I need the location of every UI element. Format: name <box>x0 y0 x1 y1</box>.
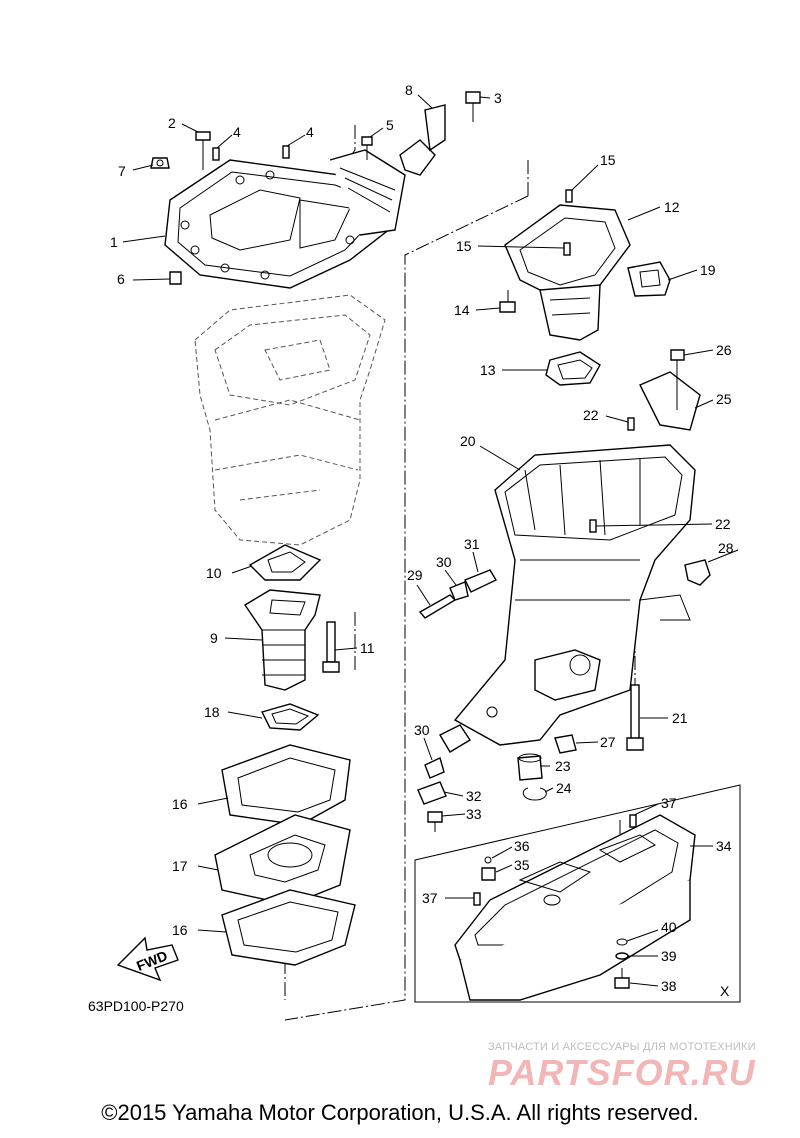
callout-21: 21 <box>672 710 688 726</box>
callout-33: 33 <box>466 806 482 822</box>
watermark-logo: PARTSFOR.RU <box>488 1052 756 1093</box>
callout-23: 23 <box>555 758 571 774</box>
callout-19: 19 <box>700 262 716 278</box>
callout-37: 37 <box>422 890 438 906</box>
callout-2: 2 <box>168 115 176 131</box>
callout-32: 32 <box>466 788 482 804</box>
callout-30: 30 <box>436 554 452 570</box>
section-box <box>414 784 741 1003</box>
callout-10: 10 <box>206 565 222 581</box>
callout-9: 9 <box>210 630 218 646</box>
top-hardware <box>150 91 481 285</box>
callout-15: 15 <box>456 238 472 254</box>
callout-36: 36 <box>514 838 530 854</box>
copyright-notice: ©2015 Yamaha Motor Corporation, U.S.A. A… <box>101 1100 699 1125</box>
callout-39: 39 <box>661 948 677 964</box>
callout-3: 3 <box>494 90 502 106</box>
section-x-label: X <box>720 983 730 999</box>
callout-4: 4 <box>233 124 241 140</box>
callout-27: 27 <box>600 734 616 750</box>
callout-labels: 1 2 3 4 4 5 6 7 8 9 10 11 12 13 14 15 15… <box>88 82 734 1014</box>
callout-34: 34 <box>716 838 732 854</box>
callout-1: 1 <box>110 234 118 250</box>
callout-37: 37 <box>661 795 677 811</box>
callout-5: 5 <box>386 117 394 133</box>
callout-7: 7 <box>118 163 126 179</box>
fwd-arrow: FWD <box>116 936 179 982</box>
callout-22: 22 <box>583 407 599 423</box>
callout-28: 28 <box>718 540 734 556</box>
callout-8: 8 <box>405 82 413 98</box>
fittings <box>417 569 497 832</box>
callout-14: 14 <box>454 302 470 318</box>
callout-31: 31 <box>464 536 480 552</box>
left-stack <box>214 544 356 966</box>
callout-16: 16 <box>172 796 188 812</box>
lower-casing <box>453 349 711 801</box>
callout-16: 16 <box>172 922 188 938</box>
callout-35: 35 <box>514 857 530 873</box>
watermark-caption: ЗАПЧАСТИ И АКСЕССУАРЫ ДЛЯ МОТОТЕХНИКИ <box>488 1041 756 1053</box>
callout-17: 17 <box>172 858 188 874</box>
leader-lines <box>122 94 739 987</box>
callout-6: 6 <box>117 271 125 287</box>
callout-12: 12 <box>664 199 680 215</box>
drawing-code: 63PD100-P270 <box>88 998 184 1014</box>
callout-38: 38 <box>661 978 677 994</box>
callout-15: 15 <box>600 152 616 168</box>
callout-11: 11 <box>360 640 375 656</box>
callout-4: 4 <box>306 124 314 140</box>
callout-20: 20 <box>460 433 476 449</box>
lower-pan <box>454 814 696 1001</box>
callout-26: 26 <box>716 342 732 358</box>
callout-25: 25 <box>716 391 732 407</box>
callout-40: 40 <box>661 919 677 935</box>
callout-30: 30 <box>414 722 430 738</box>
callout-18: 18 <box>204 704 220 720</box>
upper-mount <box>499 189 671 386</box>
engine-block-outline <box>194 294 386 546</box>
callout-24: 24 <box>556 780 572 796</box>
callout-13: 13 <box>480 362 496 378</box>
callout-22: 22 <box>715 516 731 532</box>
exhaust-guide <box>164 149 406 289</box>
callout-29: 29 <box>407 567 423 583</box>
